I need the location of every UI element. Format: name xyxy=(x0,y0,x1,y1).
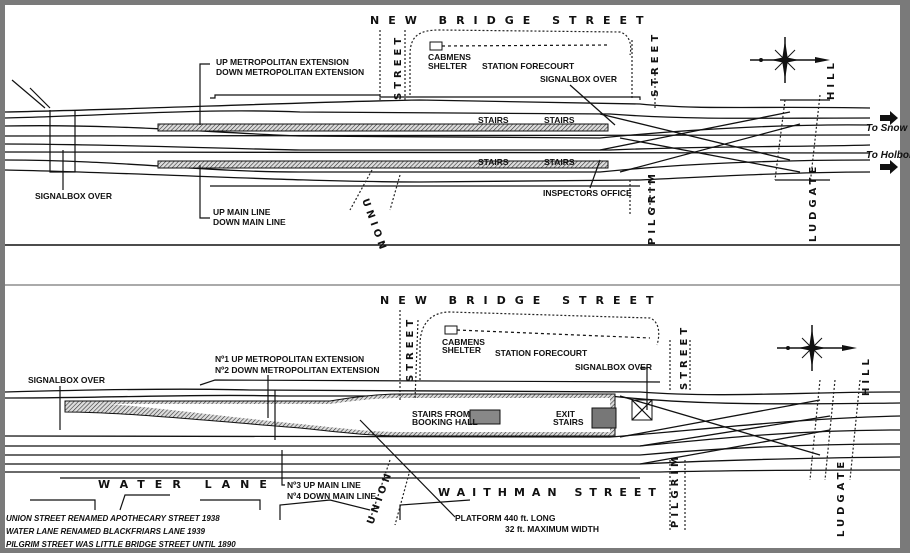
forecourt-boundary xyxy=(419,311,660,380)
label-up-met: UP METROPOLITAN EXTENSION xyxy=(216,57,349,67)
pointer xyxy=(267,375,276,440)
label-shelter: SHELTER xyxy=(428,61,467,71)
note: UNION STREET RENAMED APOTHECARY STREET 1… xyxy=(6,514,220,523)
cabmens-shelter-building xyxy=(444,325,458,335)
label-no2: Nº2 DOWN METROPOLITAN EXTENSION xyxy=(215,365,379,375)
label-no4: Nº4 DOWN MAIN LINE xyxy=(287,491,376,501)
label-stairs: STAIRS xyxy=(544,157,575,167)
label-to-snow-hill: To Snow Hill xyxy=(866,123,910,134)
label-stairs: STAIRS xyxy=(478,157,509,167)
street-pilgrim-a: STREET xyxy=(650,31,661,97)
exit-stairs xyxy=(591,407,617,429)
pointer xyxy=(281,450,285,486)
label-exit-stairs: STAIRS xyxy=(553,417,584,427)
pointer xyxy=(640,367,648,410)
label-to-holborn: To Holborn xyxy=(866,150,910,161)
label-down-main: DOWN MAIN LINE xyxy=(213,217,286,227)
pointer xyxy=(589,159,601,189)
stairs-booking-hall xyxy=(469,409,501,425)
platform-up-metropolitan xyxy=(157,123,609,132)
street-pilgrim-a: STREET xyxy=(679,324,690,390)
label-forecourt: STATION FORECOURT xyxy=(482,61,575,71)
ludgate-bridge xyxy=(774,94,830,186)
street-new-bridge: NEW BRIDGE STREET xyxy=(380,294,663,307)
street-ludgate-b: LUDGATE xyxy=(836,458,847,537)
label-shelter: SHELTER xyxy=(442,345,481,355)
top-plan: NEW BRIDGE STREET STREET UNION STREET PI… xyxy=(4,14,910,255)
note: WATER LANE RENAMED BLACKFRIARS LANE 1939 xyxy=(6,527,206,536)
map-sheet xyxy=(5,5,900,548)
platform-down-main xyxy=(157,160,609,169)
signalbox-cross xyxy=(631,399,653,421)
street-water-lane: WATER LANE xyxy=(98,478,277,491)
street-ludgate-a: HILL xyxy=(861,355,872,396)
street-new-bridge: NEW BRIDGE STREET xyxy=(370,14,653,27)
street-ludgate-a: HILL xyxy=(826,59,837,100)
label-inspectors-office: INSPECTORS OFFICE xyxy=(543,188,632,198)
building-outlines xyxy=(30,494,471,520)
pointer xyxy=(569,84,616,126)
bottom-plan: NEW BRIDGE STREET STREET UNION STREET PI… xyxy=(4,294,901,549)
street-pilgrim-b: PILGRIM xyxy=(647,170,658,245)
label-signalbox-left: SIGNALBOX OVER xyxy=(28,375,105,385)
label-cabmens: CABMENS xyxy=(428,52,471,62)
street-pilgrim-b: PILGRIM xyxy=(670,453,681,528)
label-platform-width: 32 ft. MAXIMUM WIDTH xyxy=(505,524,599,534)
union-street-edges xyxy=(369,310,419,526)
forecourt-boundary xyxy=(409,29,632,95)
street-ludgate-b: LUDGATE xyxy=(808,163,819,242)
pointer xyxy=(359,419,456,518)
tracks xyxy=(4,79,871,187)
label-stairs-from: STAIRS FROM xyxy=(412,409,470,419)
arrow-right-icon xyxy=(880,160,898,174)
forecourt-railings xyxy=(441,44,611,47)
line-bracket xyxy=(199,63,210,219)
label-signalbox-right: SIGNALBOX OVER xyxy=(540,74,617,84)
pilgrim-street-edges xyxy=(669,340,691,530)
note: PILGRIM STREET WAS LITTLE BRIDGE STREET … xyxy=(6,540,236,549)
forecourt-railings xyxy=(456,329,651,339)
label-stairs: STAIRS xyxy=(544,115,575,125)
label-up-main: UP MAIN LINE xyxy=(213,207,271,217)
signalbox xyxy=(631,399,653,421)
label-exit: EXIT xyxy=(556,409,576,419)
arrow-right-icon xyxy=(880,111,898,125)
cabmens-shelter-building xyxy=(429,41,443,51)
label-forecourt: STATION FORECOURT xyxy=(495,348,588,358)
street-union-a: STREET xyxy=(393,34,404,100)
label-signalbox-left: SIGNALBOX OVER xyxy=(35,191,112,201)
label-no1: Nº1 UP METROPOLITAN EXTENSION xyxy=(215,354,364,364)
label-no3: Nº3 UP MAIN LINE xyxy=(287,480,361,490)
label-down-met: DOWN METROPOLITAN EXTENSION xyxy=(216,67,364,77)
street-union-a: STREET xyxy=(405,316,416,382)
street-waithman: WAITHMAN STREET xyxy=(438,486,663,499)
label-platform-length: PLATFORM 440 ft. LONG xyxy=(455,513,556,523)
ludgate-bridge xyxy=(809,379,861,481)
label-stairs: STAIRS xyxy=(478,115,509,125)
label-cabmens: CABMENS xyxy=(442,337,485,347)
label-signalbox-right: SIGNALBOX OVER xyxy=(575,362,652,372)
pilgrim-street-edges xyxy=(629,40,656,215)
label-booking-hall: BOOKING HALL xyxy=(412,417,478,427)
